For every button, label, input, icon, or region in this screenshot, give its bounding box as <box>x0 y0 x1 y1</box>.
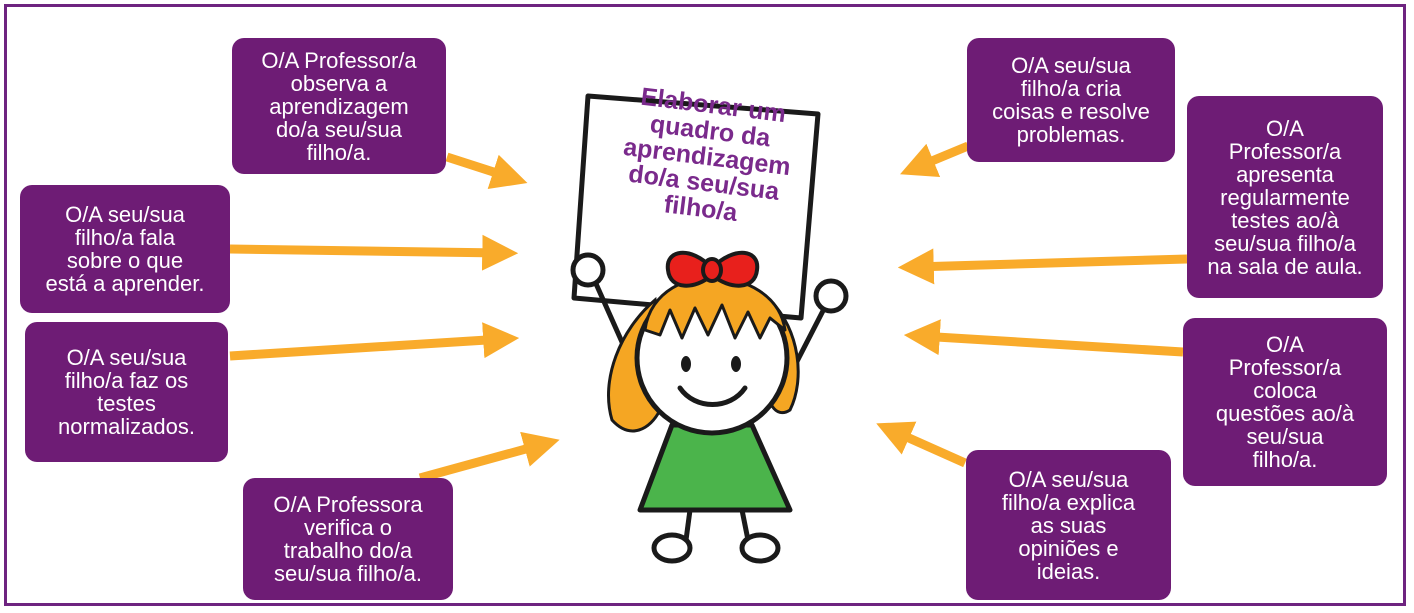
box-filho-explica: O/A seu/sua filho/a explica as suas opin… <box>966 450 1171 600</box>
arrow-testes-normalizados <box>229 322 520 361</box>
box-professor-observa: O/A Professor/a observa a aprendizagem d… <box>232 38 446 174</box>
box-text: O/A seu/sua filho/a fala sobre o que est… <box>45 202 205 296</box>
box-text: O/A seu/sua filho/a explica as suas opin… <box>1001 466 1136 584</box>
center-title: Elaborar um quadro da aprendizagem do/a … <box>621 82 793 227</box>
box-professora-verifica: O/A Professora verifica o trabalho do/a … <box>243 478 453 600</box>
box-filho-testes-normalizados: O/A seu/sua filho/a faz os testes normal… <box>25 322 228 462</box>
box-text: O/A seu/sua filho/a cria coisas e resolv… <box>992 53 1150 147</box>
box-text: O/A Professora verifica o trabalho do/a … <box>273 492 423 586</box>
box-filho-cria: O/A seu/sua filho/a cria coisas e resolv… <box>967 38 1175 162</box>
box-filho-fala: O/A seu/sua filho/a fala sobre o que est… <box>20 185 230 313</box>
arrow-verifica <box>418 431 560 483</box>
arrow-fala <box>229 234 519 271</box>
box-text: O/A Professor/a coloca questões ao/à seu… <box>1215 332 1355 472</box>
arrow-apresenta <box>897 248 1188 285</box>
girl-illustration <box>570 93 849 564</box>
box-professor-apresenta: O/A Professor/a apresenta regularmente t… <box>1187 96 1383 298</box>
box-text: O/A Professor/a observa a aprendizagem d… <box>261 47 417 165</box>
box-text: O/A seu/sua filho/a faz os testes normal… <box>58 345 195 439</box>
box-text: O/A Professor/a apresenta regularmente t… <box>1207 115 1363 279</box>
arrow-coloca <box>903 319 1184 357</box>
arrow-observa <box>445 152 528 190</box>
arrow-explica <box>876 421 967 468</box>
box-professor-coloca: O/A Professor/a coloca questões ao/à seu… <box>1183 318 1387 486</box>
arrow-cria <box>900 141 970 178</box>
